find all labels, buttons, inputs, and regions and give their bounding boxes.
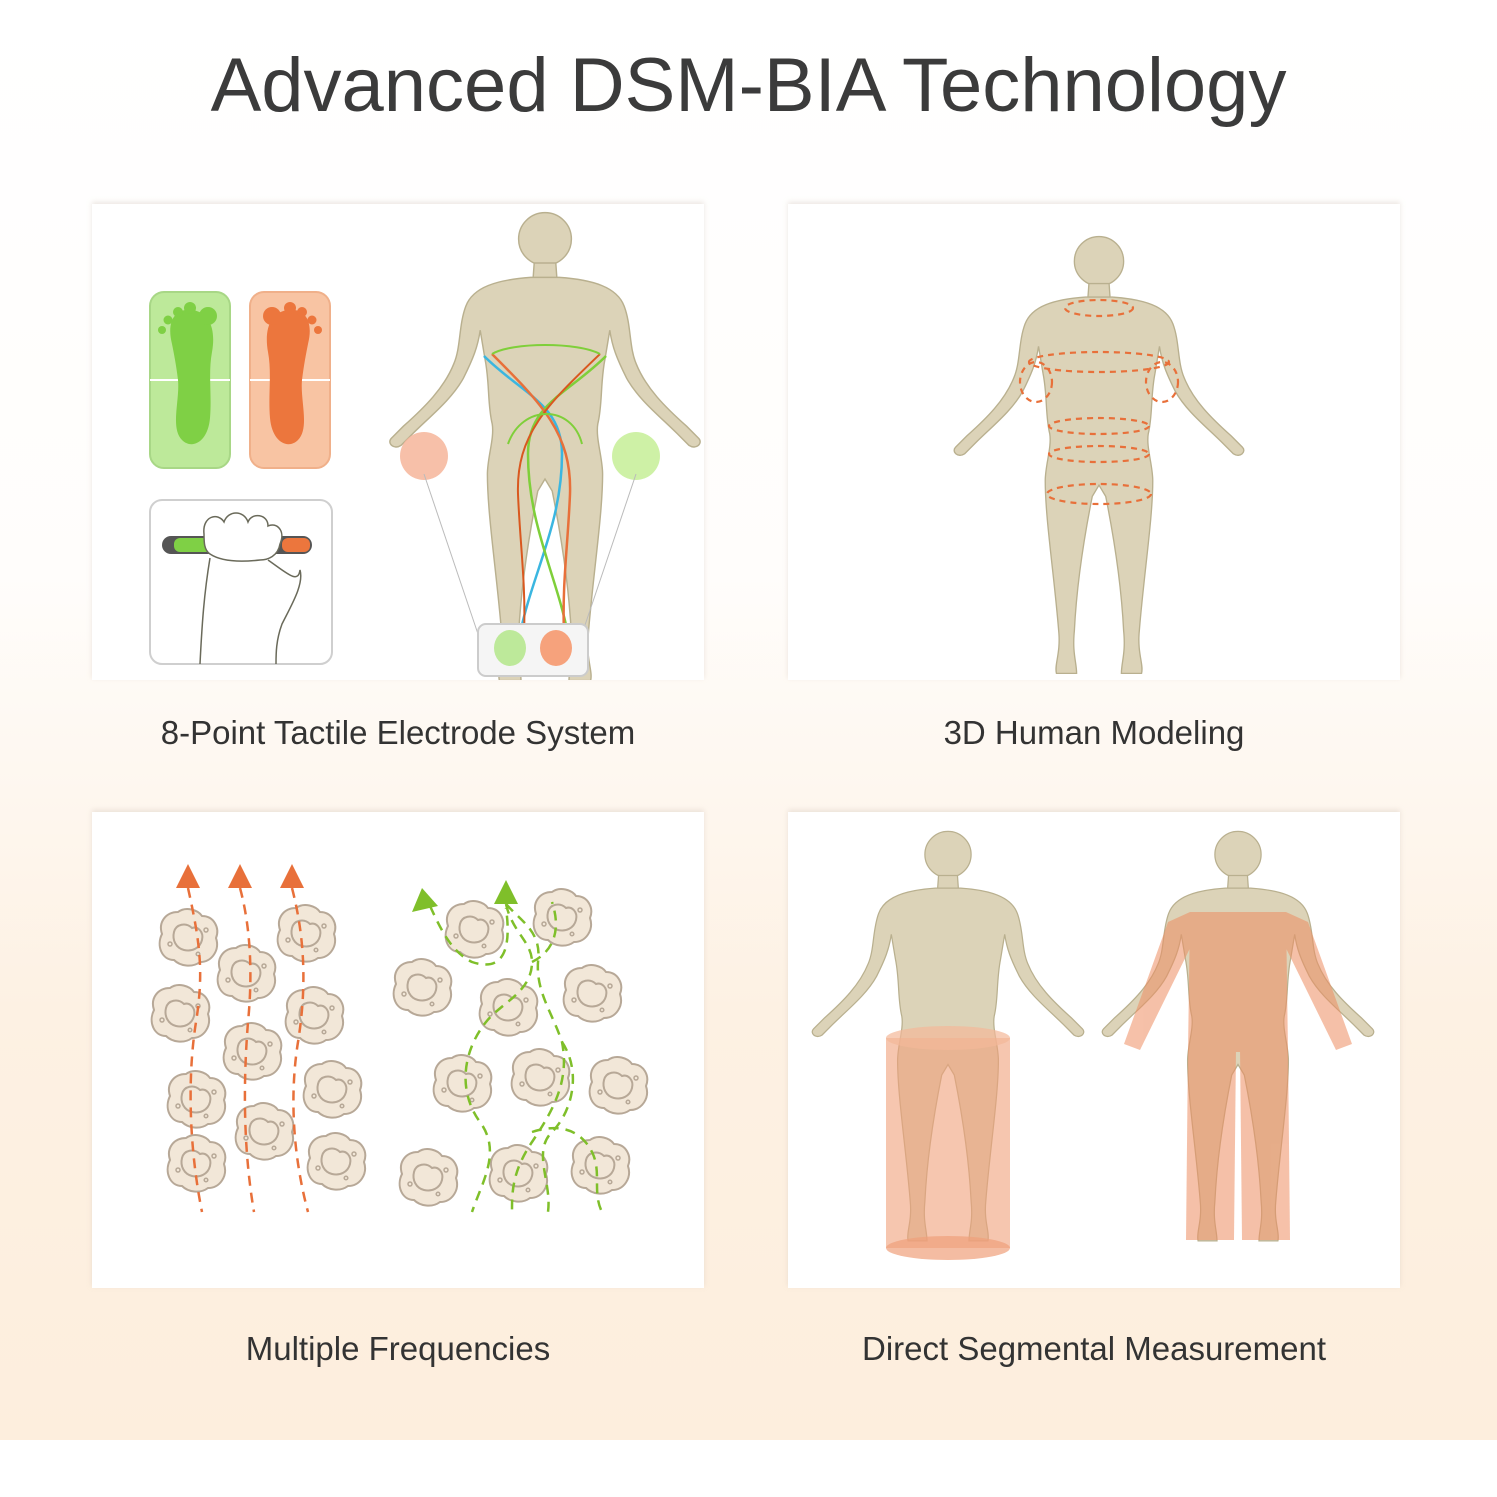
body-figure [953, 235, 1245, 675]
feature-card-segmental [788, 812, 1400, 1288]
feature-caption-3d-modeling: 3D Human Modeling [943, 714, 1245, 751]
cylinder-segment [886, 1026, 1010, 1260]
feature-card-3d-modeling [788, 204, 1400, 680]
body-segments [1124, 912, 1352, 1240]
segmental-body-illustration [811, 830, 1375, 1260]
body-model-illustration [953, 235, 1245, 675]
feature-caption-frequencies: Multiple Frequencies [245, 1330, 551, 1367]
electrode-body-illustration [149, 211, 701, 680]
bottom-band [0, 1440, 1497, 1497]
feature-caption-electrode: 8-Point Tactile Electrode System [160, 714, 636, 751]
cell-group-left [150, 904, 367, 1193]
cell-current-illustration [150, 864, 649, 1213]
feature-card-electrode [92, 204, 704, 680]
page-title: Advanced DSM-BIA Technology [210, 43, 1287, 128]
feature-card-frequencies [92, 812, 704, 1288]
feature-caption-segmental: Direct Segmental Measurement [861, 1330, 1327, 1367]
